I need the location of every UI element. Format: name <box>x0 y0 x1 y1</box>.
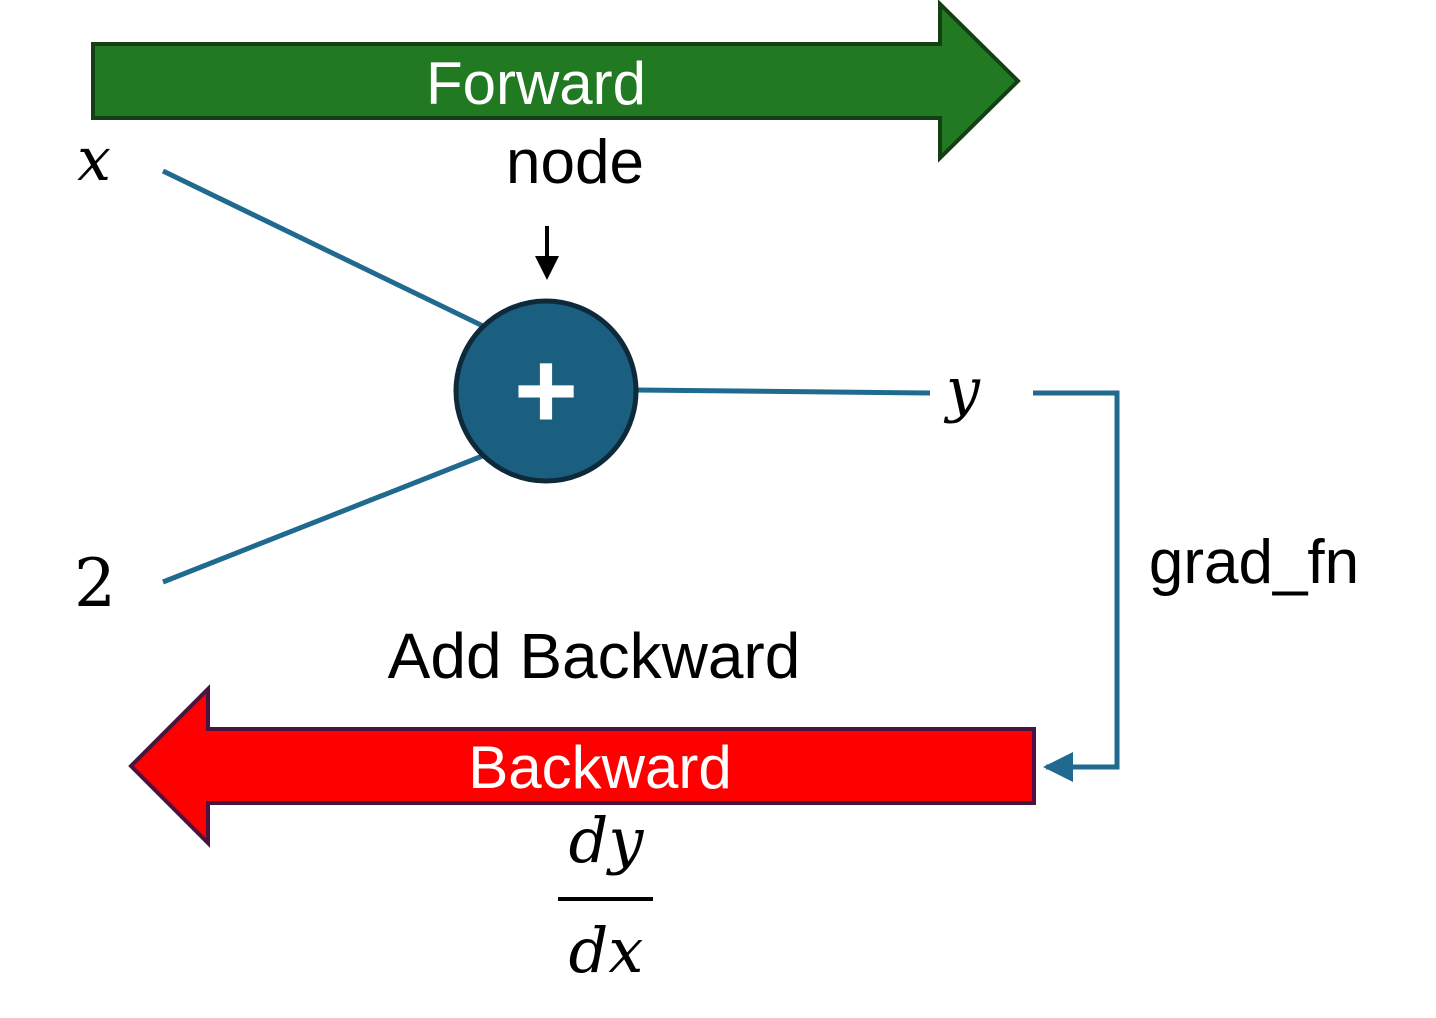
grad-fn-connector <box>1033 390 1120 782</box>
edge-node-to-y <box>635 387 931 396</box>
y-label: y <box>943 355 981 425</box>
derivative-numerator: dy <box>569 804 645 877</box>
edge-2-to-node <box>162 452 486 585</box>
node-label: node <box>506 128 644 197</box>
backward-arrow <box>128 684 1036 848</box>
node-pointer-head <box>535 256 559 280</box>
x-label: x <box>77 125 111 195</box>
forward-arrow <box>91 0 1021 163</box>
add-node <box>453 298 639 484</box>
add-backward-label: Add Backward <box>388 620 801 692</box>
grad-fn-label: grad_fn <box>1149 528 1359 597</box>
plus-icon: + <box>514 329 578 452</box>
backward-label: Backward <box>468 734 731 801</box>
forward-label: Forward <box>426 50 646 117</box>
edge-x-to-node <box>161 168 487 330</box>
derivative-denominator: dx <box>569 914 644 987</box>
two-label: 2 <box>74 545 116 622</box>
